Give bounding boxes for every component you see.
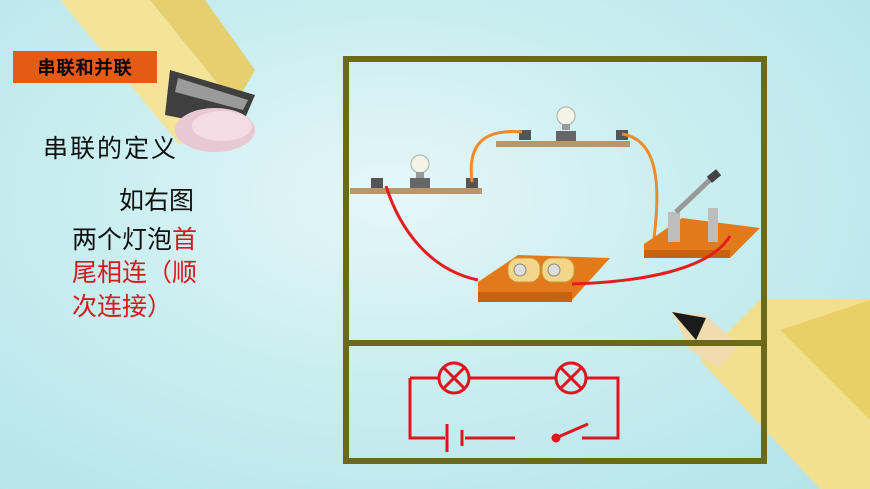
pencil-tip-decoration [672, 300, 870, 489]
figure-reference: 如右图 [119, 186, 195, 215]
section-heading: 串联的定义 [43, 134, 179, 163]
switch-icon [551, 422, 589, 443]
slide-title: 串联和并联 [13, 51, 157, 83]
bulb-board-left [350, 188, 482, 194]
bulb-icon [519, 106, 628, 141]
definition-line-3: 次连接） [72, 292, 173, 321]
frame-divider [343, 340, 767, 346]
definition-line-1: 两个灯泡首 [72, 225, 197, 255]
definition-line-2: 尾相连（顺 [72, 258, 198, 287]
definition-text: 两个灯泡 [72, 225, 173, 254]
definition-highlight: 首 [172, 225, 198, 254]
bulb-icon [437, 361, 471, 395]
bulb-board-right [496, 141, 630, 147]
battery-icon [478, 255, 610, 302]
bulb-icon [554, 361, 588, 395]
bulb-icon [371, 154, 478, 188]
figure-frame [343, 56, 767, 464]
battery-icon [445, 424, 464, 452]
switch-icon [644, 169, 760, 258]
